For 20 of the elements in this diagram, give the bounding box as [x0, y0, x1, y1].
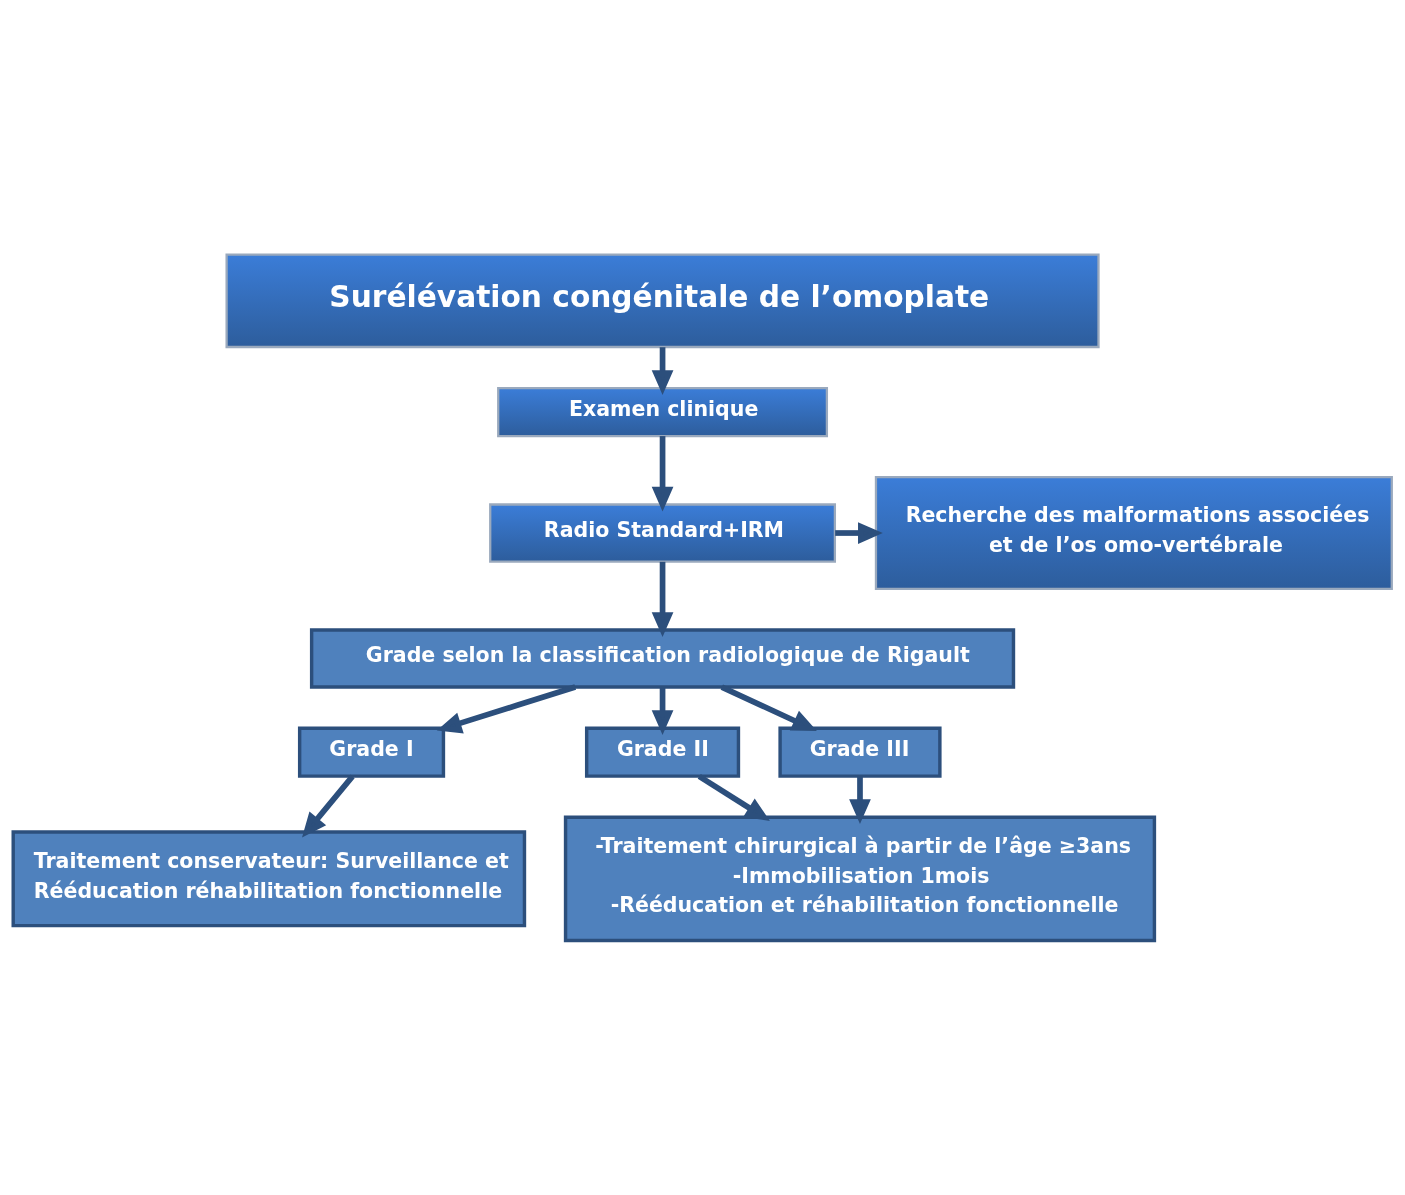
- node-box: Surélévation congénitale de l’omoplate: [225, 253, 1100, 349]
- arrow: [651, 561, 674, 637]
- node-box: -Traitement chirurgical à partir de l’âge ≥3ans -Immobilisation 1mois -Rééducation et réhabilitation fonctionnelle: [563, 815, 1157, 943]
- node-box: Traitement conservateur: Surveillance et Rééducation réhabilitation fonctionnelle: [11, 830, 527, 928]
- arrow: [651, 347, 674, 396]
- node-box: Examen clinique: [497, 386, 829, 438]
- arrow: [302, 774, 355, 838]
- arrow: [436, 684, 577, 734]
- node-box: Radio Standard+IRM: [489, 503, 836, 563]
- node-box: Grade III: [778, 726, 942, 778]
- arrow: [849, 776, 871, 824]
- node-box: Grade selon la classification radiologique de Rigault: [309, 628, 1016, 689]
- arrow: [651, 436, 674, 512]
- arrow: [720, 684, 817, 732]
- arrow: [651, 687, 674, 736]
- arrow: [835, 522, 883, 544]
- node-box: Grade II: [584, 726, 741, 778]
- node-box: Grade I: [297, 726, 446, 778]
- node-box: Recherche des malformations associées et de l’os omo-vertébrale: [874, 475, 1393, 591]
- arrow: [697, 773, 770, 821]
